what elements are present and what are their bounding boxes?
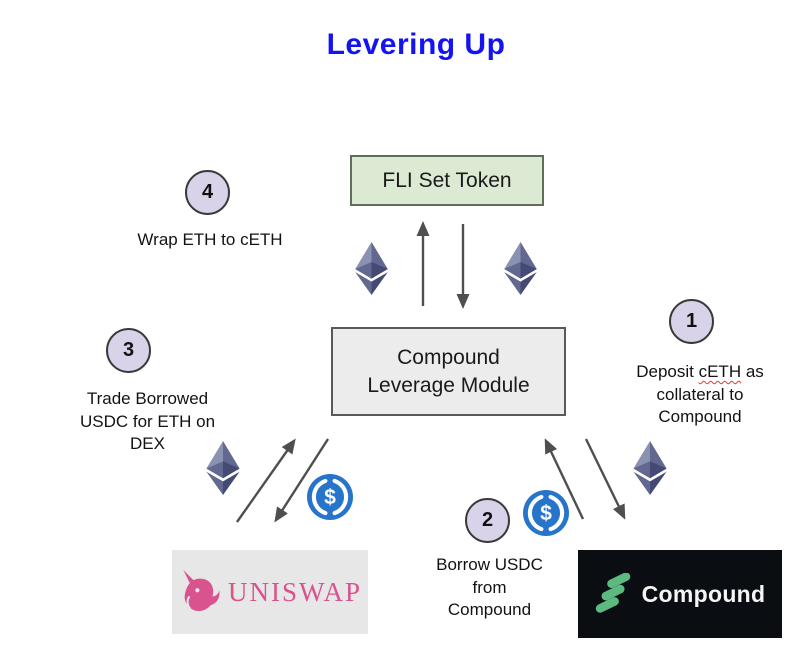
step-2-number: 2 xyxy=(481,509,494,531)
step-3-number: 3 xyxy=(122,339,135,361)
step-1-line2: collateral to xyxy=(656,384,744,404)
step-3-line1: Trade Borrowed xyxy=(86,389,209,408)
step-2-badge: 2 xyxy=(465,498,510,543)
step-4-line1: Wrap ETH to cETH xyxy=(137,230,283,249)
step-2-line1: Borrow USDC xyxy=(436,555,543,574)
compound-layers-icon xyxy=(595,573,630,613)
step-1-line3: Compound xyxy=(658,407,742,427)
compound-wordmark: Compound xyxy=(641,580,766,607)
step-1-label: Deposit cETH as collateral to Compound xyxy=(605,361,795,429)
compound-logo-box: Compound xyxy=(578,550,782,638)
step-4-badge: 4 xyxy=(185,170,230,215)
step-2-line2: from xyxy=(472,577,507,597)
step-3-label: Trade Borrowed USDC for ETH on DEX xyxy=(45,388,250,456)
step-1-line1-post: as xyxy=(741,362,764,381)
fli-set-token-label: FLI Set Token xyxy=(382,168,512,192)
step-1-ceth-misspelled: cETH xyxy=(698,362,742,381)
step-1-line1-pre: Deposit xyxy=(636,362,699,381)
step-4-number: 4 xyxy=(201,181,214,203)
ethereum-icon xyxy=(504,242,537,295)
ethereum-icon xyxy=(633,441,667,495)
step-2-line3: Compound xyxy=(447,600,532,620)
step-3-line3: DEX xyxy=(130,434,165,454)
module-label-line1: Compound xyxy=(397,345,500,369)
compound-leverage-module-label: Compound Leverage Module xyxy=(367,344,529,399)
step-1-number: 1 xyxy=(685,310,698,332)
uniswap-logo-box: UNISWAP xyxy=(172,550,368,634)
page-title: Levering Up xyxy=(326,28,506,61)
dollar-glyph: $ xyxy=(540,502,552,525)
compound-leverage-module-box: Compound Leverage Module xyxy=(331,327,566,416)
step-2-label: Borrow USDC from Compound xyxy=(397,554,582,622)
step-4-label: Wrap ETH to cETH xyxy=(80,229,340,252)
usdc-icon: $ xyxy=(307,474,353,520)
uniswap-unicorn-icon xyxy=(183,570,220,612)
ethereum-icon xyxy=(355,242,388,295)
ethereum-icon xyxy=(206,441,240,495)
step-3-line2: USDC for ETH on xyxy=(79,411,216,431)
step-3-badge: 3 xyxy=(106,328,151,373)
fli-set-token-box: FLI Set Token xyxy=(350,155,544,206)
arrow-module-to-compound xyxy=(584,438,626,520)
usdc-icon: $ xyxy=(523,490,569,536)
module-label-line2: Leverage Module xyxy=(367,373,530,397)
step-1-badge: 1 xyxy=(669,299,714,344)
dollar-glyph: $ xyxy=(324,486,336,509)
uniswap-wordmark: UNISWAP xyxy=(227,576,362,607)
